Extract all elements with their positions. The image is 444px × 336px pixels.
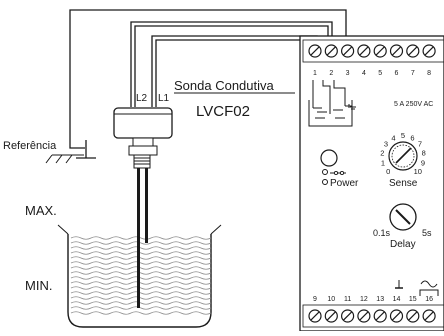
sense-tick-1: 1 [381, 159, 385, 168]
ac-symbol-icon [419, 280, 439, 296]
delay-max-label: 5s [422, 228, 432, 238]
liquid-line [70, 276, 212, 280]
terminal-number-10: 10 [327, 296, 335, 303]
liquid-line [70, 271, 212, 275]
sense-tick-5: 5 [401, 131, 405, 140]
terminal-screw-8 [422, 44, 436, 58]
delay-label: Delay [390, 239, 416, 250]
top-terminal-numbers: 1 2 3 4 5 6 7 8 [313, 70, 431, 77]
sense-tick-4: 4 [391, 133, 395, 142]
liquid-line [70, 291, 212, 295]
delay-dial[interactable]: 0.1s 5s Delay [373, 203, 432, 250]
terminal-number-14: 14 [393, 296, 401, 303]
terminal-number-15: 15 [409, 296, 417, 303]
terminal-number-9: 9 [313, 296, 317, 303]
terminal-screw-3 [341, 44, 355, 58]
terminal-number-5: 5 [378, 70, 382, 77]
sense-tick-7: 7 [418, 140, 422, 149]
terminal-screw-10 [324, 309, 338, 323]
terminal-number-13: 13 [376, 296, 384, 303]
terminal-screw-11 [341, 309, 355, 323]
sense-tick-0: 0 [386, 167, 390, 176]
liquid-line [70, 246, 212, 250]
liquid-line [70, 266, 212, 270]
ground-symbol-icon [395, 280, 403, 289]
top-terminal-block [308, 44, 436, 58]
bottom-terminal-block [308, 309, 436, 323]
sense-tick-8: 8 [422, 149, 426, 158]
terminal-number-8: 8 [427, 70, 431, 77]
terminal-number-2: 2 [329, 70, 333, 77]
sense-tick-6: 6 [410, 133, 414, 142]
terminal-number-16: 16 [425, 296, 433, 303]
referencia-label: Referência [3, 140, 57, 152]
terminal-number-11: 11 [344, 296, 351, 303]
liquid-line [70, 306, 212, 310]
relay-rating-label: 5 A 250V AC [394, 101, 433, 108]
terminal-number-12: 12 [360, 296, 368, 303]
terminal-screw-14 [389, 309, 404, 323]
terminal-screw-12 [357, 309, 371, 323]
liquid-line [70, 301, 212, 305]
liquid-line [70, 261, 212, 265]
liquid-line [70, 296, 212, 300]
mini-tank-schematic [308, 80, 356, 127]
terminal-screw-16 [422, 309, 436, 323]
terminal-screw-2 [324, 44, 338, 58]
terminal-screw-15 [406, 309, 420, 323]
liquid-line [70, 256, 212, 260]
liquid-line [70, 236, 212, 240]
delay-min-label: 0.1s [373, 228, 391, 238]
liquid-surface-lines [70, 236, 212, 315]
terminal-number-4: 4 [362, 70, 366, 77]
terminal-number-6: 6 [395, 70, 399, 77]
probe: L2 L1 [113, 93, 173, 308]
terminal-number-3: 3 [346, 70, 350, 77]
sense-tick-10: 10 [414, 167, 422, 176]
terminal-screw-13 [373, 309, 387, 323]
liquid-line [70, 311, 212, 315]
terminal-number-1: 1 [313, 70, 317, 77]
terminal-screw-4 [357, 44, 371, 58]
sense-tick-2: 2 [380, 149, 384, 158]
power-indicator: Power [320, 149, 359, 189]
liquid-line [70, 251, 212, 255]
reference-ground: Referência [3, 140, 96, 164]
sense-tick-3: 3 [384, 140, 388, 149]
l1-label: L1 [158, 93, 170, 104]
terminal-screw-1 [308, 44, 322, 58]
bottom-terminal-numbers: 9 10 11 12 13 14 15 16 [313, 296, 433, 303]
liquid-line [70, 286, 212, 290]
model-label: LVCF02 [196, 103, 250, 120]
liquid-line [70, 281, 212, 285]
terminal-number-7: 7 [411, 70, 415, 77]
terminal-screw-9 [308, 309, 322, 323]
sense-tick-9: 9 [421, 159, 425, 168]
terminal-screw-5 [373, 44, 387, 58]
sonda-condutiva-label: Sonda Condutiva [174, 78, 275, 93]
terminal-screw-6 [389, 44, 404, 58]
liquid-line [70, 241, 212, 245]
power-label: Power [330, 178, 359, 189]
sense-label: Sense [389, 178, 418, 189]
terminal-screw-7 [406, 44, 420, 58]
tank [57, 224, 222, 328]
l2-label: L2 [136, 93, 148, 104]
max-label: MAX. [25, 203, 57, 218]
min-label: MIN. [25, 278, 52, 293]
